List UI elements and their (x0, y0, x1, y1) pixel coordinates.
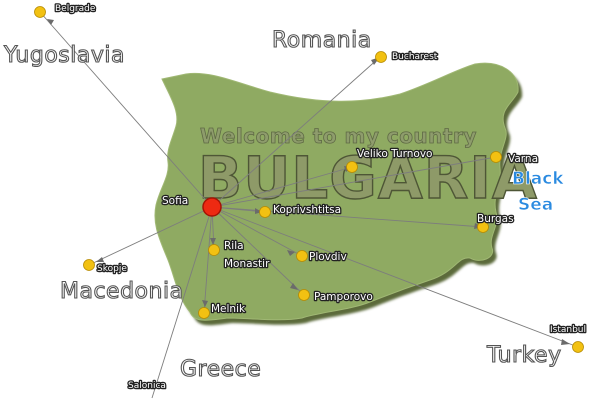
country-title: BULGARIA (198, 144, 538, 212)
city-dot-melnik (198, 307, 210, 319)
city-label-istanbul: Istanbul (550, 325, 586, 335)
city-label-rila-monastir: Rila Monastir (224, 240, 270, 270)
route-salonica (151, 206, 213, 399)
city-dot-belgrade (34, 6, 46, 18)
country-label-romania: Romania (272, 28, 372, 53)
route-pamporovo (211, 206, 305, 296)
rila-label-line1: Rila (224, 240, 244, 252)
capital-dot-sofia (202, 197, 222, 217)
city-dot-veliko-turnovo (346, 161, 358, 173)
city-label-skopje: Skopje (97, 264, 127, 274)
country-label-macedonia: Macedonia (60, 279, 184, 304)
country-shape (154, 62, 519, 321)
city-label-veliko-turnovo: Veliko Turnovo (357, 148, 432, 160)
route-belgrade (39, 11, 213, 208)
city-dot-skopje (83, 259, 95, 271)
arrowhead-salonica (153, 382, 158, 390)
rila-label-line2: Monastir (224, 258, 270, 270)
city-label-salonica: Salonica (128, 381, 166, 391)
city-label-bucharest: Bucharest (392, 52, 438, 62)
route-bucharest (211, 56, 381, 208)
city-dot-rila-monastir (208, 244, 220, 256)
route-skopje (88, 206, 213, 266)
city-label-melnik: Melnik (211, 303, 246, 315)
city-dot-pamporovo (298, 289, 310, 301)
route-plovdiv (211, 206, 303, 257)
city-label-burgas: Burgas (477, 213, 514, 225)
city-label-sofia: Sofia (162, 195, 188, 207)
city-label-belgrade: Belgrade (55, 4, 96, 14)
welcome-heading: Welcome to my country (200, 124, 477, 148)
city-label-koprivshtitsa: Koprivshtitsa (273, 204, 341, 216)
city-dot-burgas (477, 221, 489, 233)
arrowhead-plovdiv (287, 250, 295, 256)
city-label-varna: Varna (508, 153, 538, 165)
city-label-pamporovo: Pamporovo (314, 291, 373, 303)
arrowhead-skopje (96, 257, 104, 262)
arrowhead-rila (210, 238, 216, 245)
country-label-greece: Greece (180, 357, 261, 382)
sea-label-line1: Black (512, 169, 564, 189)
city-dot-koprivshtitsa (259, 206, 271, 218)
country-label-turkey: Turkey (486, 343, 562, 368)
city-label-plovdiv: Plovdiv (309, 251, 347, 263)
country-label-yugoslavia: Yugoslavia (3, 43, 125, 68)
route-veliko-turnovo (211, 166, 353, 208)
route-lines (39, 11, 579, 399)
city-dot-istanbul (572, 341, 584, 353)
route-istanbul (211, 206, 579, 348)
arrowhead-melnik (202, 300, 208, 307)
city-dot-plovdiv (296, 250, 308, 262)
sea-label-line2: Sea (518, 195, 553, 215)
route-melnik (203, 206, 213, 314)
arrowhead-belgrade (47, 19, 54, 25)
route-varna (211, 156, 497, 208)
city-dot-varna (490, 151, 502, 163)
city-dot-bucharest (375, 51, 387, 63)
arrowhead-pamporovo (290, 283, 298, 290)
arrowhead-istanbul (561, 339, 570, 345)
